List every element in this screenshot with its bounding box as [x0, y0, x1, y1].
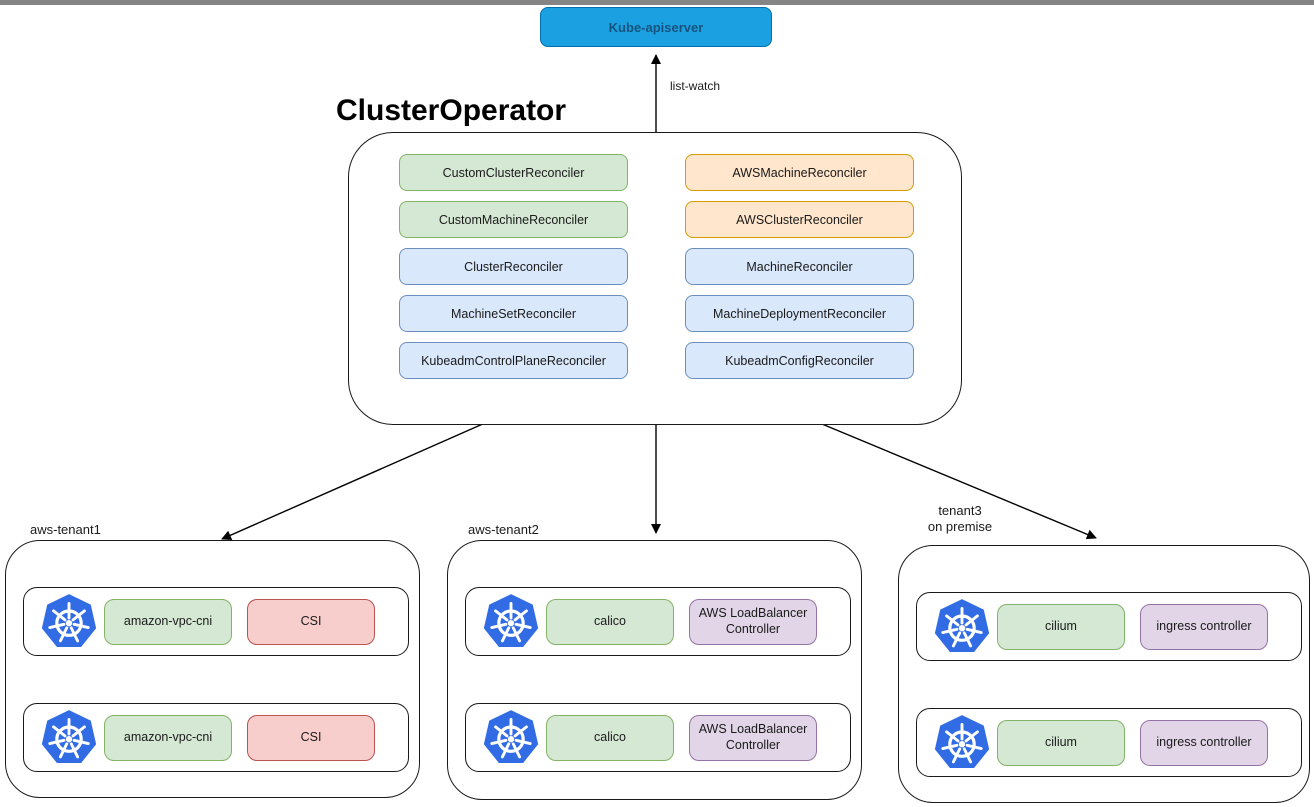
reconciler-node: MachineDeploymentReconciler [685, 295, 914, 332]
kubernetes-icon [482, 709, 540, 767]
workload-cluster-row: cilium ingress controller [916, 708, 1302, 777]
component-node: ingress controller [1140, 603, 1268, 650]
reconciler-column-right: AWSMachineReconciler AWSClusterReconcile… [685, 154, 914, 379]
list-watch-edge-label: list-watch [668, 79, 723, 93]
edge-operator-to-tenant1 [221, 422, 486, 540]
component-node: amazon-vpc-cni [104, 714, 232, 761]
workload-cluster-row: calico AWS LoadBalancer Controller [465, 587, 851, 656]
component-node: cilium [997, 719, 1125, 766]
kubernetes-icon [40, 709, 98, 767]
reconciler-node: CustomClusterReconciler [399, 154, 628, 191]
component-node: calico [546, 598, 674, 645]
tenant2-label: aws-tenant2 [468, 522, 539, 537]
component-node: cilium [997, 603, 1125, 650]
component-node: AWS LoadBalancer Controller [689, 714, 817, 761]
component-node: ingress controller [1140, 719, 1268, 766]
reconciler-node: AWSMachineReconciler [685, 154, 914, 191]
workload-cluster-row: amazon-vpc-cni CSI [23, 703, 409, 772]
kubernetes-icon [933, 598, 991, 656]
component-node: CSI [247, 714, 375, 761]
reconciler-node: KubeadmConfigReconciler [685, 342, 914, 379]
tenant3-label-line1: tenant3 [938, 503, 982, 518]
component-node: CSI [247, 598, 375, 645]
workload-cluster-row: cilium ingress controller [916, 592, 1302, 661]
tenant2-cluster-container: calico AWS LoadBalancer Controller calic… [447, 540, 862, 800]
reconciler-column-left: CustomClusterReconciler CustomMachineRec… [399, 154, 628, 379]
kube-apiserver-node: Kube-apiserver [540, 7, 772, 47]
tenant1-label: aws-tenant1 [30, 522, 101, 537]
window-top-border [0, 0, 1314, 5]
reconciler-node: ClusterReconciler [399, 248, 628, 285]
component-node: calico [546, 714, 674, 761]
kubernetes-icon [40, 593, 98, 651]
component-node: AWS LoadBalancer Controller [689, 598, 817, 645]
reconciler-node: KubeadmControlPlaneReconciler [399, 342, 628, 379]
reconciler-node: MachineReconciler [685, 248, 914, 285]
cluster-operator-container: CustomClusterReconciler CustomMachineRec… [348, 132, 962, 425]
reconciler-node: MachineSetReconciler [399, 295, 628, 332]
tenant3-label: tenant3 on premise [905, 503, 1015, 536]
tenant1-cluster-container: amazon-vpc-cni CSI amazon-vpc-cni CSI [5, 540, 420, 798]
component-node: amazon-vpc-cni [104, 598, 232, 645]
reconciler-node: CustomMachineReconciler [399, 201, 628, 238]
tenant3-cluster-container: cilium ingress controller cilium ingress… [898, 545, 1310, 803]
workload-cluster-row: calico AWS LoadBalancer Controller [465, 703, 851, 772]
tenant3-label-line2: on premise [927, 519, 993, 535]
kubernetes-icon [933, 714, 991, 772]
cluster-operator-title: ClusterOperator [336, 94, 567, 127]
kube-apiserver-label: Kube-apiserver [608, 19, 704, 35]
kubernetes-icon [482, 593, 540, 651]
workload-cluster-row: amazon-vpc-cni CSI [23, 587, 409, 656]
reconciler-node: AWSClusterReconciler [685, 201, 914, 238]
